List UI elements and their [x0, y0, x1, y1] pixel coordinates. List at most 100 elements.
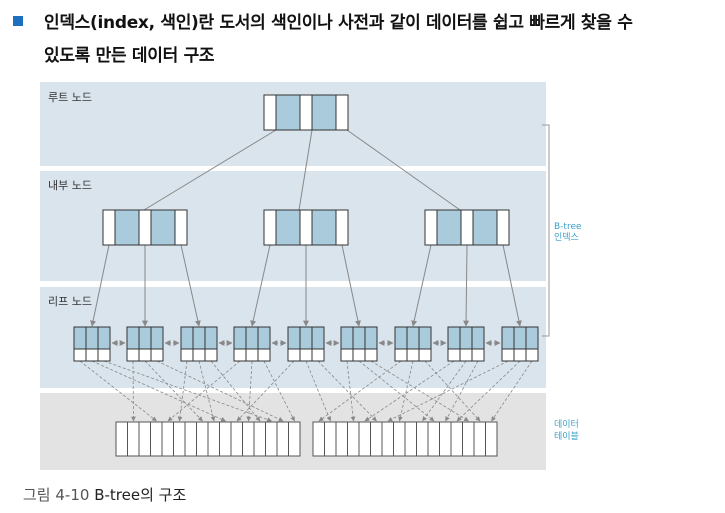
- key-cell: [275, 209, 301, 246]
- leaf-pointer-cell: [204, 348, 218, 362]
- internal-to-leaf-link: [502, 244, 522, 327]
- leaf-node-6: [340, 326, 378, 362]
- leaf-pointer-cell: [525, 348, 539, 362]
- figure-number: 그림 4-10: [23, 486, 90, 504]
- pointer-cell: [102, 209, 116, 246]
- leaf-to-data-link: [131, 360, 136, 422]
- leaf-pointer-cell: [233, 348, 247, 362]
- leaf-key-cell: [406, 326, 420, 350]
- internal-to-leaf-link: [250, 244, 271, 327]
- internal-to-leaf-link: [90, 244, 110, 327]
- leaf-pointer-cell: [192, 348, 206, 362]
- leaf-key-cell: [287, 326, 301, 350]
- leaf-pointer-cell: [418, 348, 432, 362]
- figure-title: B-tree의 구조: [94, 486, 187, 504]
- internal-node-2: [263, 209, 349, 246]
- data-row-cell: [173, 421, 186, 457]
- leaf-to-data-link: [198, 360, 216, 422]
- data-row-cell: [312, 421, 325, 457]
- leaf-to-data-link: [144, 360, 203, 422]
- leaf-key-cell: [85, 326, 99, 350]
- data-row-cell: [439, 421, 452, 457]
- leaf-to-data-link: [364, 360, 455, 422]
- key-cell: [275, 94, 301, 131]
- internal-to-leaf-link: [411, 244, 432, 327]
- leaf-pointer-cell: [85, 348, 99, 362]
- leaf-to-data-link: [370, 360, 469, 422]
- leaf-to-data-link: [177, 360, 188, 422]
- pointer-cell: [335, 209, 349, 246]
- leaf-level-label: 리프 노드: [48, 295, 92, 308]
- data-table-label-1: 데이터: [554, 419, 579, 430]
- key-cell: [436, 209, 462, 246]
- leaf-pointer-cell: [138, 348, 152, 362]
- leaf-pointer-cell: [501, 348, 515, 362]
- key-cell: [472, 209, 498, 246]
- data-row-cell: [358, 421, 371, 457]
- data-row-cell: [427, 421, 440, 457]
- data-row-cell: [230, 421, 243, 457]
- leaf-to-data-link: [246, 360, 253, 422]
- pointer-cell: [424, 209, 438, 246]
- leaf-node-2: [126, 326, 164, 362]
- leaf-pointer-cell: [150, 348, 164, 362]
- leaf-to-data-link: [424, 360, 481, 422]
- leaf-pointer-cell: [73, 348, 87, 362]
- pointer-cell: [299, 209, 313, 246]
- leaf-to-data-link: [346, 360, 356, 422]
- pointer-cell: [138, 209, 152, 246]
- internal-to-leaf-link: [341, 244, 361, 327]
- leaf-key-cell: [257, 326, 271, 350]
- leaf-to-data-link: [456, 360, 521, 422]
- pointer-cell: [263, 94, 277, 131]
- internal-to-leaf-link: [180, 244, 201, 327]
- leaf-node-1: [73, 326, 111, 362]
- internal-node-3: [424, 209, 510, 246]
- leaf-to-data-link: [318, 360, 402, 422]
- figure-caption: 그림 4-10 B-tree의 구조: [23, 484, 186, 505]
- leaf-pointer-cell: [406, 348, 420, 362]
- leaf-pointer-cell: [180, 348, 194, 362]
- leaf-to-data-link: [305, 360, 332, 422]
- data-row-cell: [127, 421, 140, 457]
- leaf-key-cell: [471, 326, 485, 350]
- bullet-icon: [13, 16, 23, 26]
- leaf-node-4: [233, 326, 271, 362]
- pointer-cell: [299, 94, 313, 131]
- leaf-pointer-cell: [471, 348, 485, 362]
- leaf-to-data-link: [236, 360, 295, 422]
- internal-level-label: 내부 노드: [48, 179, 92, 192]
- data-row-cell: [150, 421, 163, 457]
- leaf-key-cell: [73, 326, 87, 350]
- leaf-key-cell: [418, 326, 432, 350]
- leaf-pointer-cell: [311, 348, 325, 362]
- leaf-key-cell: [340, 326, 354, 350]
- data-row-cell: [161, 421, 174, 457]
- leaf-node-9: [501, 326, 539, 362]
- data-row-cell: [219, 421, 232, 457]
- leaf-to-data-link: [422, 360, 467, 422]
- root-node: [263, 94, 349, 131]
- leaf-to-data-link: [79, 360, 157, 422]
- internal-to-leaf-link: [463, 244, 470, 327]
- data-table-2: [312, 421, 498, 457]
- data-row-cell: [253, 421, 266, 457]
- data-row-cell: [450, 421, 463, 457]
- leaf-node-7: [394, 326, 432, 362]
- leaf-key-cell: [97, 326, 111, 350]
- leaf-pointer-cell: [340, 348, 354, 362]
- key-cell: [311, 94, 337, 131]
- data-row-cell: [347, 421, 360, 457]
- leaf-node-3: [180, 326, 218, 362]
- leaf-key-cell: [126, 326, 140, 350]
- leaf-pointer-cell: [126, 348, 140, 362]
- leaf-pointer-cell: [299, 348, 313, 362]
- btree-index-label-1: B-tree: [554, 222, 582, 232]
- leaf-key-cell: [138, 326, 152, 350]
- leaf-key-cell: [245, 326, 259, 350]
- leaf-pointer-cell: [352, 348, 366, 362]
- leaf-pointer-cell: [364, 348, 378, 362]
- btree-index-label-2: 인덱스: [554, 232, 579, 243]
- leaf-key-cell: [459, 326, 473, 350]
- pointer-cell: [174, 209, 188, 246]
